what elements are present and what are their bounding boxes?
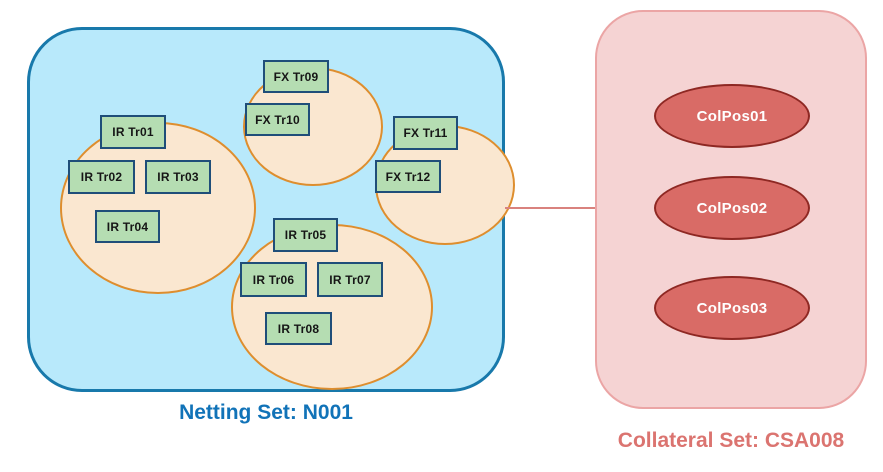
trade-node-fx-tr09: FX Tr09	[263, 60, 329, 93]
collateral-set-caption: Collateral Set: CSA008	[617, 429, 845, 452]
collateral-position-node-3: ColPos03	[654, 276, 810, 340]
trade-node-ir-tr08: IR Tr08	[265, 312, 332, 345]
trade-node-ir-tr06: IR Tr06	[240, 262, 307, 297]
collateral-position-node-1: ColPos01	[654, 84, 810, 148]
trade-node-ir-tr01: IR Tr01	[100, 115, 166, 149]
trade-node-ir-tr07: IR Tr07	[317, 262, 383, 297]
trade-node-ir-tr04: IR Tr04	[95, 210, 160, 243]
netting-set-caption: Netting Set: N001	[179, 401, 353, 424]
netting-to-collateral-connector	[505, 207, 596, 209]
cluster-ir-trades-2	[231, 224, 433, 390]
cluster-ir-trades-1	[60, 122, 256, 294]
trade-node-fx-tr11: FX Tr11	[393, 116, 458, 150]
trade-node-ir-tr03: IR Tr03	[145, 160, 211, 194]
trade-node-ir-tr02: IR Tr02	[68, 160, 135, 194]
trade-node-fx-tr12: FX Tr12	[375, 160, 441, 193]
collateral-position-node-2: ColPos02	[654, 176, 810, 240]
trade-node-fx-tr10: FX Tr10	[245, 103, 310, 136]
trade-node-ir-tr05: IR Tr05	[273, 218, 338, 252]
